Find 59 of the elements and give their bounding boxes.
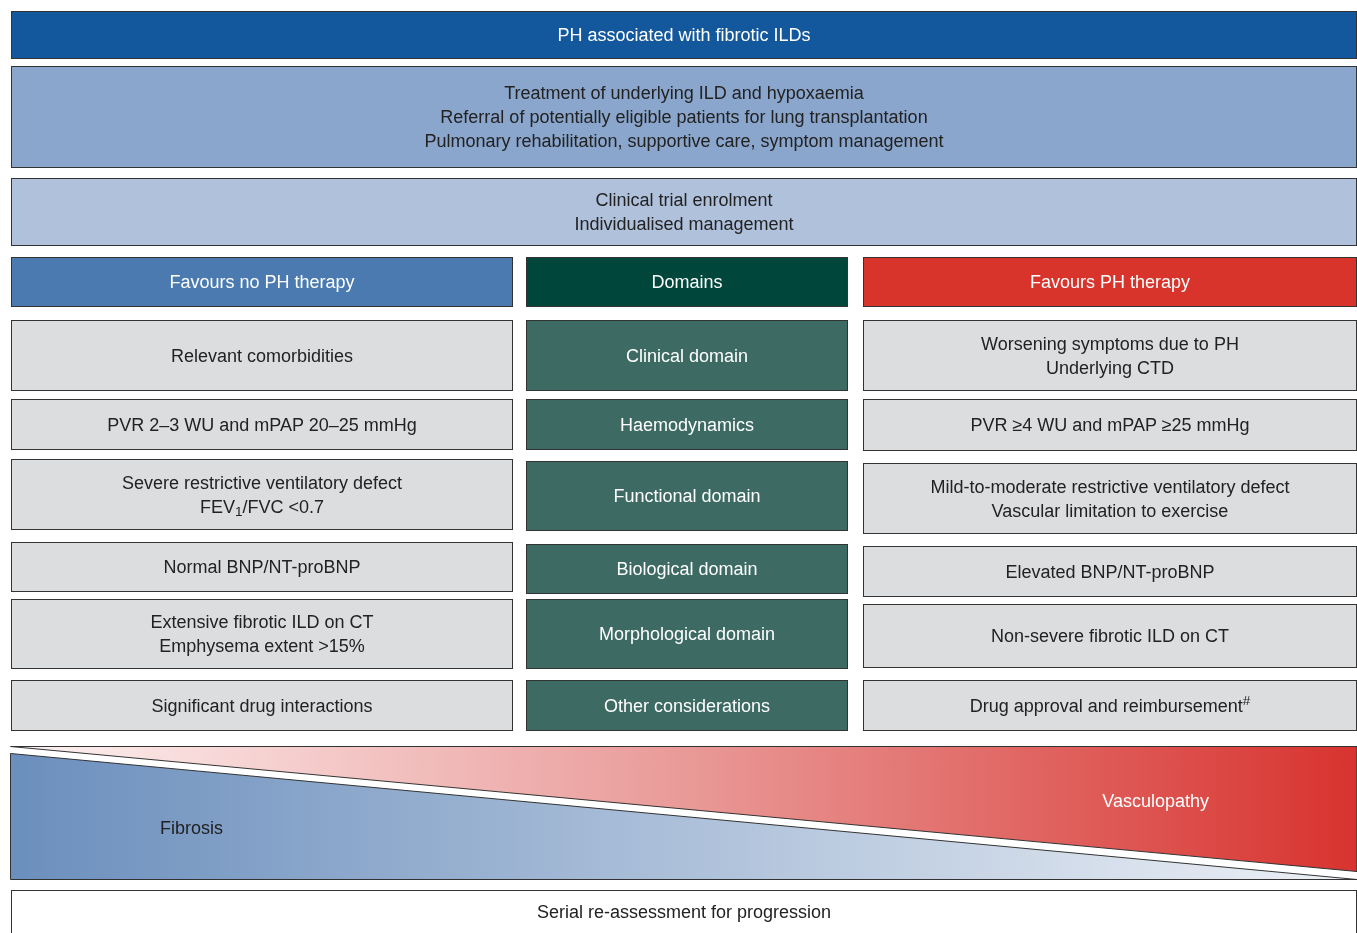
domain-box	[526, 599, 848, 669]
gradient-label: Vasculopathy	[1102, 790, 1209, 813]
box-text: Individualised management	[574, 213, 794, 236]
domain-box	[526, 320, 848, 391]
domain-box	[526, 461, 848, 531]
box-text: Biological domain	[616, 558, 758, 581]
box-text: Clinical trial enrolment	[595, 189, 773, 212]
domain-box	[526, 680, 848, 731]
criteria-box	[11, 542, 513, 592]
criteria-box	[11, 680, 513, 731]
box-text: Underlying CTD	[1045, 356, 1174, 380]
box-text: Domains	[651, 271, 723, 294]
criteria-box	[11, 599, 513, 669]
box-text: Vascular limitation to exercise	[991, 499, 1229, 523]
title-banner	[11, 11, 1357, 59]
box-text: FEV$_{1}$/FVC <0.7	[199, 495, 325, 519]
box-text: Serial re-assessment for progression	[536, 901, 832, 924]
box-text: Extensive fibrotic ILD on CT	[150, 611, 374, 634]
box-text: Treatment of underlying ILD and hypoxaemia	[504, 82, 864, 105]
box-text: Pulmonary rehabilitation, supportive care, symptom management	[424, 130, 944, 153]
box-text: Clinical domain	[625, 344, 749, 368]
domain-box	[526, 544, 848, 594]
criteria-box	[863, 320, 1357, 391]
criteria-box	[11, 459, 513, 530]
box-text: Functional domain	[613, 485, 761, 508]
treatment-band	[11, 66, 1357, 168]
criteria-box	[863, 399, 1357, 451]
domain-box	[526, 399, 848, 450]
gradient-label: Fibrosis	[160, 817, 223, 840]
box-text: Non-severe fibrotic ILD on CT	[990, 625, 1230, 648]
box-text: Mild-to-moderate restrictive ventilatory defect	[930, 475, 1290, 499]
box-text: Favours PH therapy	[1029, 271, 1191, 294]
box-text: Haemodynamics	[619, 413, 755, 437]
box-text: PVR ≥4 WU and mPAP ≥25 mmHg	[970, 414, 1250, 437]
criteria-box	[863, 546, 1357, 597]
box-text: Significant drug interactions	[151, 694, 373, 718]
criteria-box	[863, 604, 1357, 668]
box-text: Drug approval and reimbursement$^{#}$	[969, 693, 1251, 718]
box-text: Referral of potentially eligible patients for lung transplantation	[440, 106, 928, 129]
box-text: Elevated BNP/NT-proBNP	[1005, 560, 1215, 584]
box-text: Severe restrictive ventilatory defect	[121, 471, 403, 495]
box-text: PVR 2–3 WU and mPAP 20–25 mmHg	[107, 413, 417, 437]
column-header	[11, 257, 513, 307]
criteria-box	[11, 320, 513, 391]
management-band	[11, 178, 1357, 246]
box-text: Favours no PH therapy	[169, 271, 355, 294]
box-text: Emphysema extent >15%	[159, 635, 365, 658]
criteria-box	[11, 399, 513, 450]
box-text: Relevant comorbidities	[170, 344, 354, 368]
criteria-box	[863, 463, 1357, 534]
box-text: Worsening symptoms due to PH	[981, 332, 1239, 356]
box-text: Other considerations	[603, 694, 771, 718]
box-text: Normal BNP/NT-proBNP	[163, 556, 361, 579]
box-text: Morphological domain	[598, 623, 776, 646]
reassessment-band	[11, 890, 1357, 933]
criteria-box	[863, 680, 1357, 731]
column-header	[863, 257, 1357, 307]
box-text: PH associated with fibrotic ILDs	[557, 24, 811, 47]
column-header	[526, 257, 848, 307]
